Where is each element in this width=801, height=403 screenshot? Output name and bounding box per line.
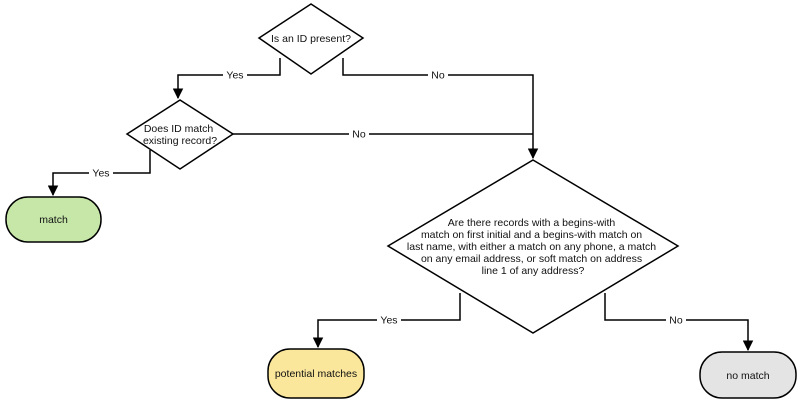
edge-label-id-present-no: No (431, 70, 445, 82)
decision-id-match-label: Does ID match existing record? (143, 123, 217, 147)
edge-label-id-match-no: No (352, 129, 366, 141)
terminal-potential-matches: potential matches (267, 348, 365, 399)
terminal-match: match (5, 196, 102, 243)
terminal-no-match-shape (699, 351, 797, 399)
terminal-no-match-label: no match (726, 370, 769, 382)
edge-label-records-no: No (669, 315, 683, 327)
terminal-match-label: match (39, 214, 68, 226)
decision-records-query-shape (386, 159, 680, 334)
terminal-no-match: no match (699, 351, 797, 399)
connectors (47, 58, 754, 352)
edge-labels: Yes No Yes No Yes No (89, 68, 686, 327)
terminal-match-shape (5, 196, 102, 243)
decision-id-match: Does ID match existing record? (125, 99, 235, 170)
edge-label-id-match-yes: Yes (92, 168, 109, 180)
edge-label-records-yes: Yes (380, 315, 397, 327)
decision-id-match-shape (125, 99, 235, 170)
decision-id-present-label: Is an ID present? (271, 33, 351, 45)
edge-label-id-present-yes: Yes (226, 70, 243, 82)
decision-records-query: Are there records with a begins-with mat… (386, 159, 680, 334)
decision-id-present: Is an ID present? (257, 3, 365, 75)
decision-id-present-shape (257, 3, 365, 75)
terminal-potential-matches-label: potential matches (275, 368, 357, 380)
terminal-potential-matches-shape (267, 348, 365, 399)
decision-records-query-label: Are there records with a begins-with mat… (407, 217, 659, 277)
